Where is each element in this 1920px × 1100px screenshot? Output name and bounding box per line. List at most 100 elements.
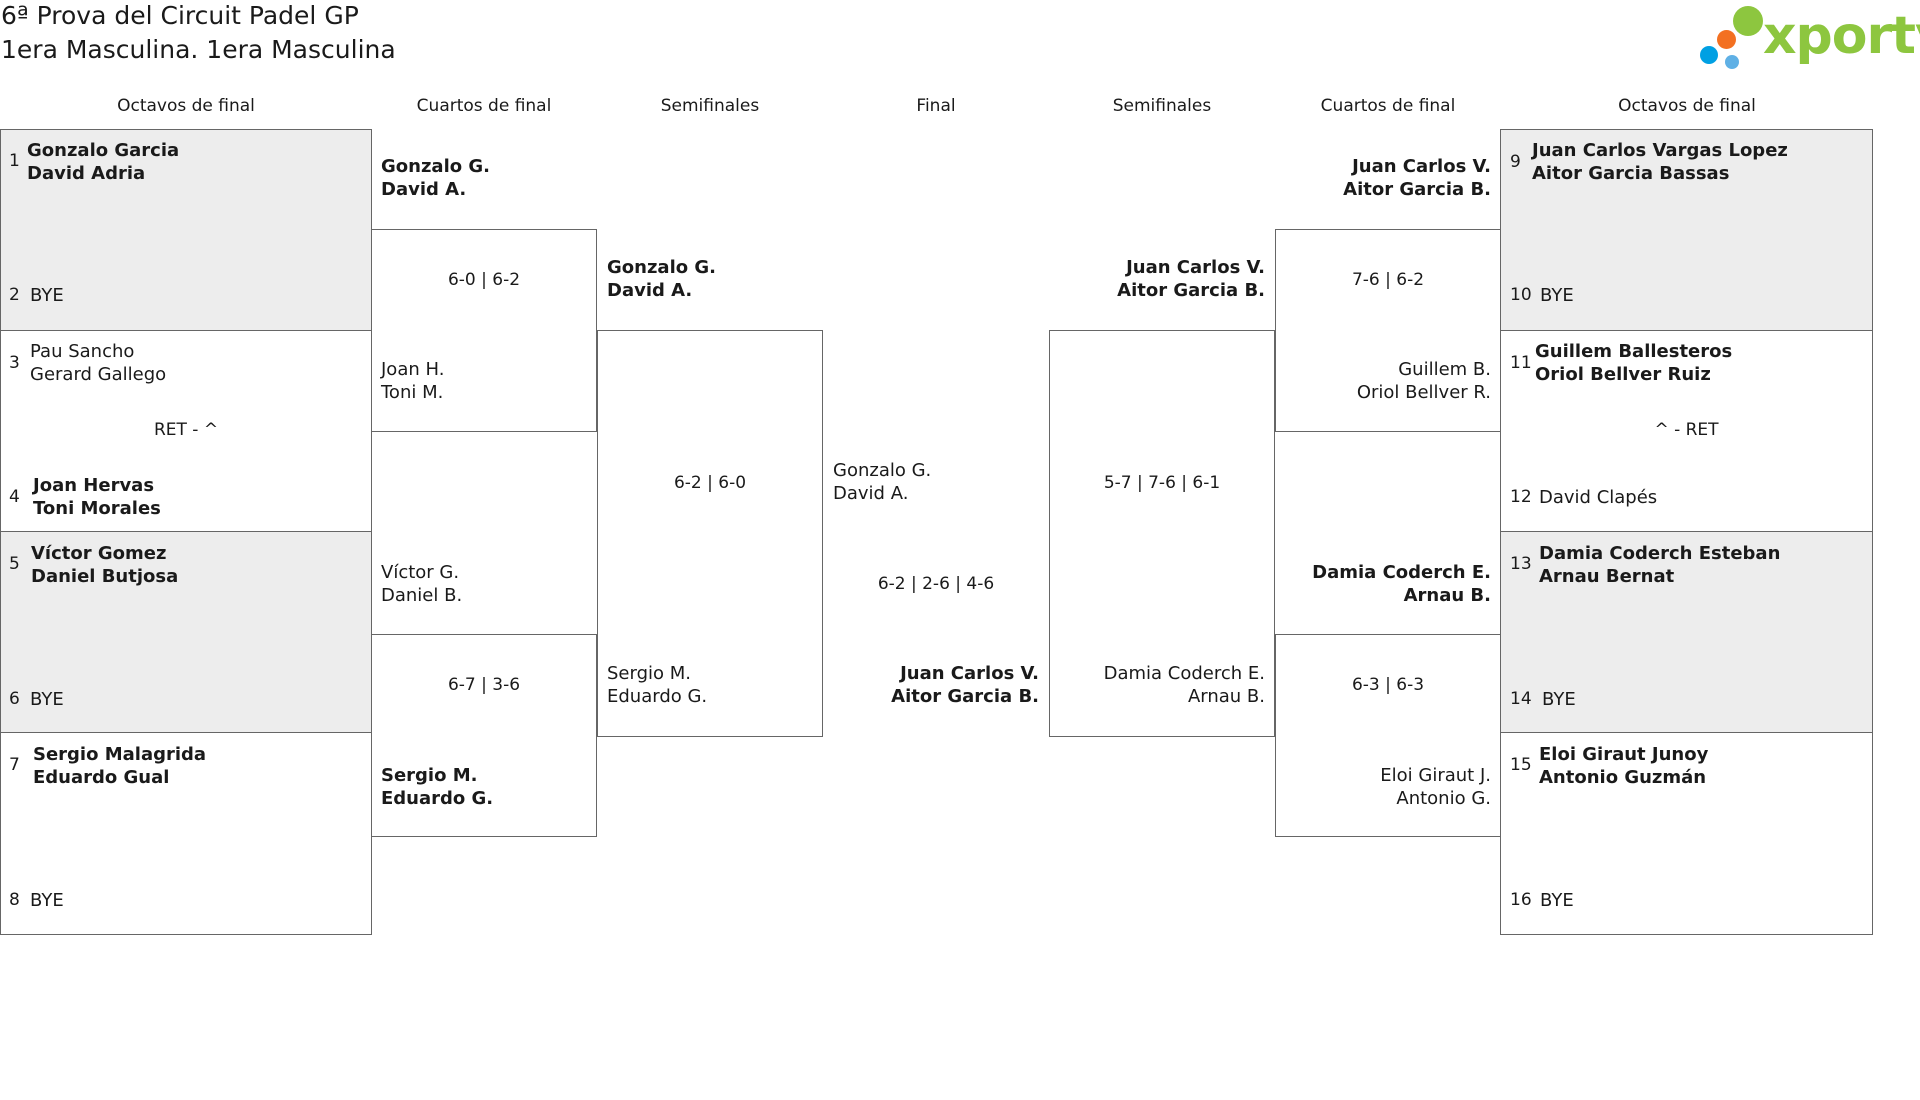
r16-match-left-1 — [0, 129, 372, 331]
player-name: Juan Carlos Vargas Lopez — [1532, 140, 1788, 161]
team-name: Arnau B. — [1187, 686, 1265, 707]
team-name: Aitor Garcia B. — [1343, 179, 1491, 200]
team-name: Eloi Giraut J. — [1380, 765, 1491, 786]
player-name: Toni Morales — [33, 498, 161, 519]
logo-dot-icon — [1733, 6, 1763, 36]
player-name: Oriol Bellver Ruiz — [1535, 364, 1711, 385]
col-header-final: Final — [916, 96, 956, 116]
r16-match-right-1 — [1500, 129, 1873, 331]
player-name: Guillem Ballesteros — [1535, 341, 1733, 362]
match-score: 6-7 | 3-6 — [447, 675, 521, 695]
team-name: Aitor Garcia B. — [891, 686, 1039, 707]
logo-wordmark: xporty — [1763, 6, 1920, 66]
col-header-left-qf: Cuartos de final — [416, 96, 552, 116]
player-name: BYE — [30, 890, 64, 911]
team-name: Damia Coderch E. — [1312, 562, 1491, 583]
team-name: Toni M. — [381, 382, 444, 403]
qf-match-left-2 — [371, 634, 597, 837]
r16-match-right-4 — [1500, 732, 1873, 935]
team-name: David A. — [607, 280, 693, 301]
team-name: Arnau B. — [1403, 585, 1491, 606]
player-name: BYE — [30, 689, 64, 710]
seed-number: 7 — [9, 755, 20, 775]
player-name: Aitor Garcia Bassas — [1532, 163, 1730, 184]
player-name: Arnau Bernat — [1539, 566, 1675, 587]
team-name: Gonzalo G. — [381, 156, 490, 177]
team-name: Sergio M. — [607, 663, 691, 684]
r16-match-left-3 — [0, 531, 372, 733]
team-name: Gonzalo G. — [833, 460, 932, 481]
page-subtitle: 1era Masculina. 1era Masculina — [1, 35, 396, 64]
sf-match-right — [1049, 330, 1275, 737]
team-name: Juan Carlos V. — [900, 663, 1039, 684]
seed-number: 15 — [1510, 755, 1532, 775]
team-name: Daniel B. — [381, 585, 463, 606]
player-name: BYE — [1540, 890, 1574, 911]
page-title: 6ª Prova del Circuit Padel GP — [1, 1, 359, 30]
seed-number: 14 — [1510, 689, 1532, 709]
seed-number: 9 — [1510, 152, 1521, 172]
match-score: 6-0 | 6-2 — [447, 270, 521, 290]
col-header-left-r16: Octavos de final — [117, 96, 255, 116]
team-name: Antonio G. — [1396, 788, 1491, 809]
team-name: Joan H. — [381, 359, 445, 380]
team-name: Sergio M. — [381, 765, 478, 786]
team-name: Víctor G. — [381, 562, 460, 583]
player-name: Daniel Butjosa — [31, 566, 179, 587]
team-name: Damia Coderch E. — [1103, 663, 1265, 684]
team-name: Guillem B. — [1398, 359, 1491, 380]
match-score: ^ - RET — [1654, 420, 1719, 440]
seed-number: 16 — [1510, 890, 1532, 910]
match-score: 7-6 | 6-2 — [1351, 270, 1425, 290]
col-header-right-sf: Semifinales — [1112, 96, 1212, 116]
seed-number: 1 — [9, 151, 20, 171]
seed-number: 13 — [1510, 554, 1532, 574]
team-name: Eduardo G. — [381, 788, 494, 809]
seed-number: 3 — [9, 353, 20, 373]
logo-dot-icon — [1700, 46, 1718, 64]
player-name: Gerard Gallego — [30, 364, 167, 385]
team-name: David A. — [381, 179, 467, 200]
col-header-left-sf: Semifinales — [660, 96, 760, 116]
player-name: Pau Sancho — [30, 341, 135, 362]
seed-number: 2 — [9, 285, 20, 305]
match-score: RET - ^ — [153, 420, 219, 440]
player-name: BYE — [1542, 689, 1576, 710]
seed-number: 12 — [1510, 487, 1532, 507]
seed-number: 11 — [1510, 353, 1532, 373]
player-name: Antonio Guzmán — [1539, 767, 1707, 788]
match-score: 5-7 | 7-6 | 6-1 — [1103, 473, 1221, 493]
col-header-right-r16: Octavos de final — [1618, 96, 1756, 116]
player-name: David Adria — [27, 163, 146, 184]
logo-dot-icon — [1717, 30, 1736, 49]
player-name: Eloi Giraut Junoy — [1539, 744, 1709, 765]
team-name: Gonzalo G. — [607, 257, 716, 278]
seed-number: 10 — [1510, 285, 1532, 305]
seed-number: 8 — [9, 890, 20, 910]
player-name: Joan Hervas — [33, 475, 155, 496]
team-name: Eduardo G. — [607, 686, 708, 707]
team-name: David A. — [833, 483, 909, 504]
team-name: Juan Carlos V. — [1126, 257, 1265, 278]
player-name: Sergio Malagrida — [33, 744, 207, 765]
team-name: Juan Carlos V. — [1352, 156, 1491, 177]
seed-number: 4 — [9, 487, 20, 507]
player-name: Damia Coderch Esteban — [1539, 543, 1781, 564]
team-name: Aitor Garcia B. — [1117, 280, 1265, 301]
final-score: 6-2 | 2-6 | 4-6 — [877, 574, 995, 594]
xporty-logo[interactable]: xporty — [1695, 2, 1920, 72]
qf-match-left-1 — [371, 229, 597, 432]
player-name: Eduardo Gual — [33, 767, 170, 788]
team-name: Oriol Bellver R. — [1356, 382, 1491, 403]
player-name: Gonzalo Garcia — [27, 140, 180, 161]
seed-number: 6 — [9, 689, 20, 709]
logo-dot-icon — [1725, 55, 1739, 69]
player-name: BYE — [30, 285, 64, 306]
match-score: 6-2 | 6-0 — [673, 473, 747, 493]
sf-match-left — [597, 330, 823, 737]
col-header-right-qf: Cuartos de final — [1320, 96, 1456, 116]
player-name: Víctor Gomez — [31, 543, 167, 564]
player-name: BYE — [1540, 285, 1574, 306]
match-score: 6-3 | 6-3 — [1351, 675, 1425, 695]
seed-number: 5 — [9, 554, 20, 574]
